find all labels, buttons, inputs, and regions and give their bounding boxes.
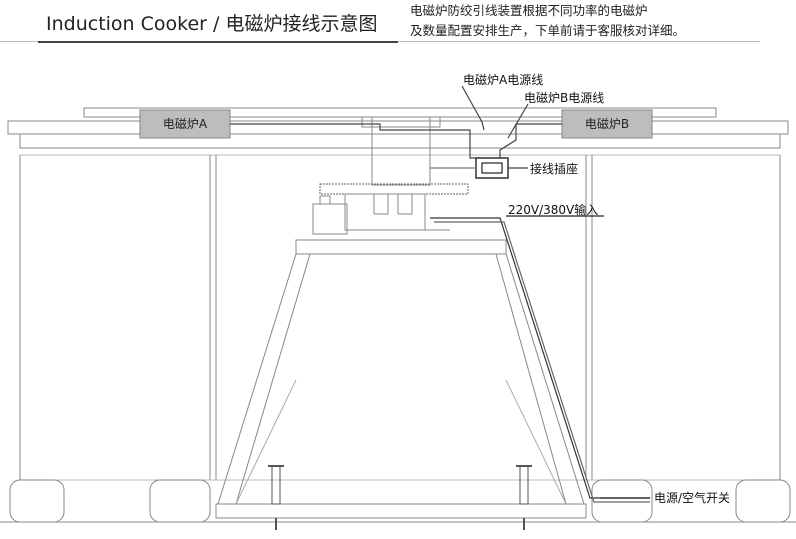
note-line-2: 及数量配置安排生产，下单前请于客服核对详细。 <box>410 23 686 38</box>
wire-input <box>430 217 650 499</box>
frame-left-leg <box>217 253 311 505</box>
cooker-b: 电磁炉B <box>561 109 653 139</box>
right-inner-base <box>591 479 653 523</box>
wire-cooker-b <box>499 123 562 158</box>
header-note: 电磁炉防绞引线装置根据不同功率的电磁炉 及数量配置安排生产，下单前请于客服核对详… <box>410 1 790 41</box>
title-underline <box>38 41 398 43</box>
label-power-a: 电磁炉A电源线 <box>463 72 543 87</box>
label-socket: 接线插座 <box>530 161 578 176</box>
socket <box>475 157 509 179</box>
cooker-a-label: 电磁炉A <box>163 116 208 131</box>
right-base <box>735 479 791 523</box>
motor-box <box>312 203 348 235</box>
label-switch: 电源/空气开关 <box>654 490 730 505</box>
leader-power-a <box>461 85 485 131</box>
label-input: 220V/380V输入 <box>508 202 598 217</box>
label-power-b: 电磁炉B电源线 <box>524 90 604 105</box>
left-inner-base <box>149 479 211 523</box>
wire-cooker-a <box>230 123 480 159</box>
cooker-b-label: 电磁炉B <box>585 116 629 131</box>
cooker-a: 电磁炉A <box>139 109 231 139</box>
left-base <box>9 479 65 523</box>
page-title: Induction Cooker / 电磁炉接线示意图 <box>46 13 378 35</box>
frame-top-bar <box>295 239 507 255</box>
note-line-1: 电磁炉防绞引线装置根据不同功率的电磁炉 <box>410 3 648 18</box>
table-apron <box>19 133 781 149</box>
leader-power-b <box>507 103 529 139</box>
frame-base <box>215 503 587 519</box>
